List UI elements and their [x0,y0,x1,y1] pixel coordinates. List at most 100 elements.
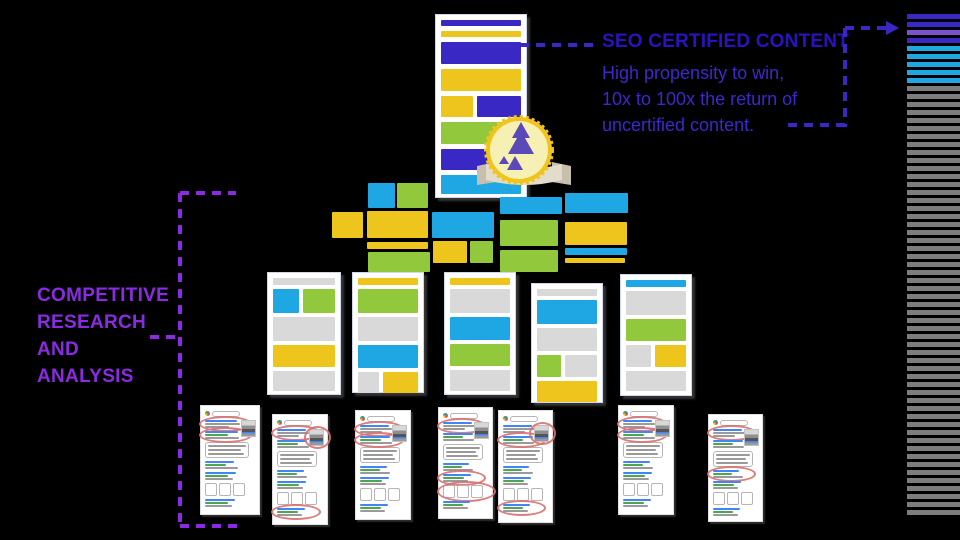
image-result-thumbnail [529,422,556,445]
search-result [706,466,757,482]
competitive-bracket-vertical [178,193,182,526]
content-block-row [537,355,597,377]
sitelink-squares [277,492,323,505]
rank-bar [907,318,960,323]
sitelink-square [374,488,386,501]
rank-bar [907,14,960,19]
result-line [443,433,473,435]
content-block [450,344,510,366]
search-result [205,499,244,507]
mosaic-tile [368,183,395,208]
result-line [277,470,304,472]
serp-mini-card [436,407,496,519]
rank-bar [907,334,960,339]
search-result [360,504,396,512]
result-line [713,435,735,437]
rank-bar [907,126,960,131]
result-line [446,455,478,457]
search-result [271,504,321,520]
seo-title: SEO CERTIFIED CONTENT [602,31,849,52]
seo-line: High propensity to win, [602,63,785,83]
result-line [716,462,748,464]
search-engine-logo-icon [277,420,282,425]
content-block-row [626,319,686,341]
sitelink-squares [360,488,406,501]
mosaic-tile [500,197,562,214]
sitelink-square [457,485,469,498]
rank-bar [907,286,960,291]
featured-snippet-box [503,447,543,463]
result-line [503,425,532,427]
rank-bar [907,166,960,171]
result-line [713,484,735,486]
rank-bar [907,246,960,251]
search-result [713,440,748,448]
sitelink-square [623,483,635,496]
content-block [537,355,561,377]
rank-bar [907,150,960,155]
sitelink-square [637,483,649,496]
content-block-row [537,300,597,324]
result-line [716,458,746,460]
sitelink-square [205,483,217,496]
featured-snippet-box [443,444,483,460]
result-line [360,466,387,468]
mosaic-tile [433,241,467,263]
content-block [655,345,686,367]
search-result [706,425,757,441]
search-bar [510,415,538,422]
rank-bar [907,382,960,387]
seo-line: 10x to 100x the return of [602,89,798,109]
content-block-row [273,289,335,313]
sitelink-square [713,492,725,505]
result-line [713,511,734,513]
result-line [277,440,308,442]
result-line [503,480,525,482]
result-line [277,476,308,478]
competitor-page-card [444,272,516,395]
result-line [360,428,393,430]
mosaic-tile [565,222,627,245]
result-line [626,445,661,447]
content-block [626,371,686,391]
competitor-page-card [531,283,603,403]
content-block [537,381,597,402]
result-line [503,439,524,441]
result-line [280,458,311,460]
result-line [205,434,228,436]
content-block-row [273,371,335,391]
competitive-label: COMPETITIVE RESEARCH AND ANALYSIS [37,282,207,390]
result-line [443,477,465,479]
mosaic-tile [565,258,625,263]
search-result [623,499,659,507]
content-block [273,345,335,367]
rank-bar [907,454,960,459]
search-result [623,472,659,480]
search-result [360,477,396,485]
result-line [277,446,309,448]
result-line [360,442,392,444]
mosaic-tile [397,183,428,208]
content-block [273,278,335,285]
rank-bar [907,134,960,139]
content-block-row [358,372,418,393]
result-line [360,504,388,506]
content-block-row [358,278,418,285]
search-engine-logo-icon [713,420,718,425]
search-result [360,466,396,474]
content-block-row [441,69,521,91]
content-block-row [358,317,418,341]
result-line [360,425,390,427]
content-block-row [441,20,521,26]
content-block [450,289,510,313]
sitelink-square [219,483,231,496]
content-block [441,31,521,37]
rank-bar [907,430,960,435]
result-line [623,499,651,501]
rank-bar [907,350,960,355]
result-line [277,473,297,475]
search-result [443,501,478,509]
search-engine-logo-icon [205,411,210,416]
serp-mini-card [354,410,411,520]
result-line [277,514,303,516]
